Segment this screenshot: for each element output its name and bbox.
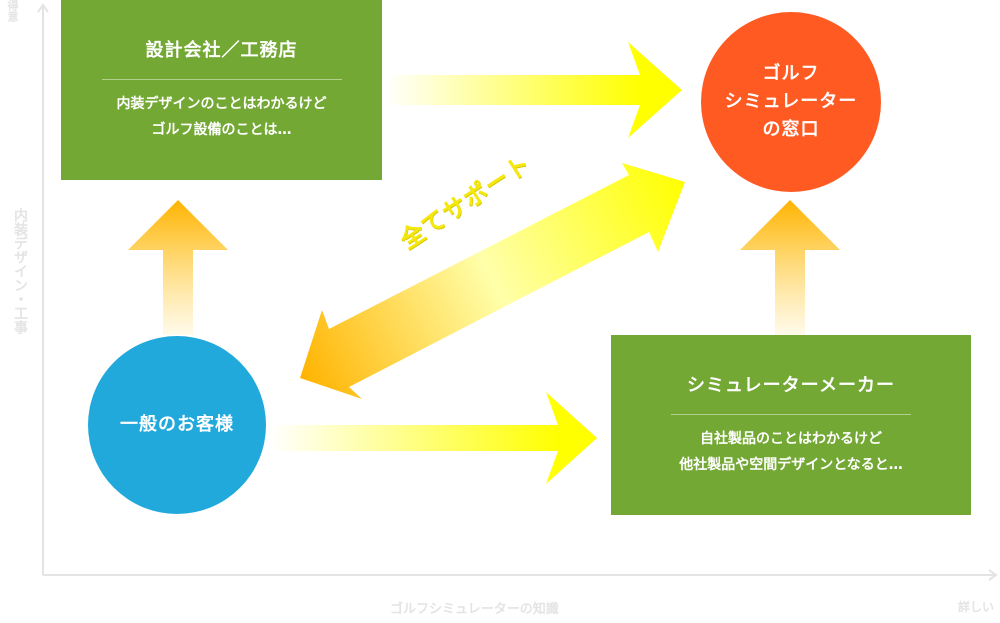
- arrow-support-bidirectional: [300, 163, 685, 399]
- x-axis-arrowhead: [988, 569, 998, 581]
- node-customer-label: 一般のお客様: [120, 414, 234, 435]
- node-window-line-3: の窓口: [762, 119, 820, 140]
- x-axis-end-label: 詳しい: [958, 600, 995, 614]
- node-window-line-1: ゴルフ: [762, 63, 820, 84]
- node-designer-line-2: ゴルフ設備のことは…: [151, 122, 292, 138]
- arrow-customer-to-maker: [270, 392, 597, 484]
- node-customer: 一般のお客様: [88, 336, 266, 514]
- node-golf-simulator-window: ゴルフ シミュレーター の窓口: [701, 12, 881, 192]
- node-maker-line-2: 他社製品や空間デザインとなると…: [679, 457, 903, 473]
- node-maker-divider: [671, 414, 911, 415]
- axes: [37, 3, 998, 581]
- arrow-designer-to-window: [390, 42, 682, 138]
- node-maker-line-1: 自社製品のことはわかるけど: [700, 431, 882, 447]
- node-window-line-2: シミュレーター: [724, 91, 858, 112]
- y-axis-arrowhead: [37, 3, 49, 13]
- node-designer: 設計会社／工務店 内装デザインのことはわかるけど ゴルフ設備のことは…: [61, 0, 382, 180]
- arrow-customer-to-designer: [128, 200, 228, 335]
- arrow-maker-to-window: [740, 200, 840, 335]
- node-maker-title: シミュレーターメーカー: [687, 375, 895, 396]
- x-axis-label: ゴルフシミュレーターの知識: [390, 602, 559, 617]
- y-axis-end-label: 得意: [6, 0, 19, 22]
- node-designer-divider: [101, 79, 342, 80]
- y-axis-label: 内装デザイン・工事: [12, 208, 28, 334]
- node-designer-title: 設計会社／工務店: [145, 40, 298, 61]
- node-designer-line-1: 内装デザインのことはわかるけど: [116, 96, 327, 112]
- node-maker: シミュレーターメーカー 自社製品のことはわかるけど 他社製品や空間デザインとなる…: [611, 335, 971, 515]
